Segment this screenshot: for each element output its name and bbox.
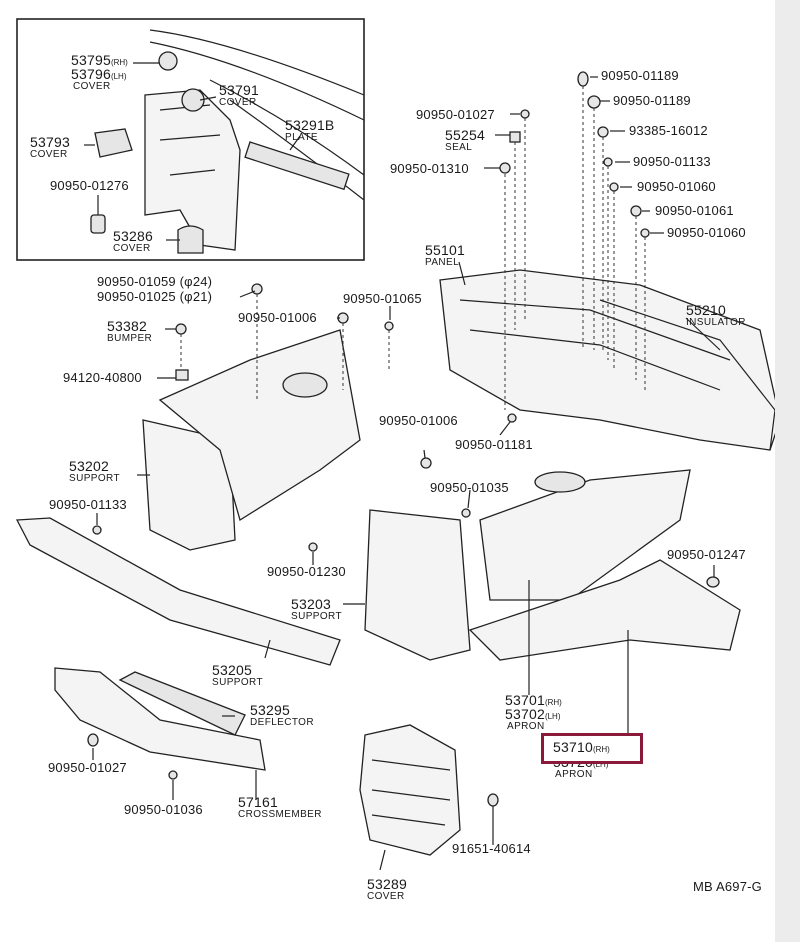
callout-90950-01065: 90950-01065: [343, 291, 422, 306]
crossmember-57161: [54, 667, 266, 771]
part-number: 90950-01059: [97, 274, 176, 289]
callout-90950-01247: 90950-01247: [667, 547, 746, 562]
callout-90950-01061: 90950-01061: [655, 203, 734, 218]
part-name: COVER: [113, 243, 151, 254]
callout-53702: 53702(LH): [505, 707, 561, 724]
callout-55254: 55254: [445, 127, 485, 143]
callout-53382: 53382: [107, 318, 147, 334]
figure-code: MB A697-G: [693, 879, 762, 894]
crossmember-53205: [15, 517, 341, 666]
size-note: (φ24): [179, 274, 213, 289]
part-name: COVER: [30, 149, 68, 160]
callout-90950-01060: 90950-01060: [667, 225, 746, 240]
part-name: COVER: [367, 891, 405, 902]
callout-90950-01027: 90950-01027: [48, 760, 127, 775]
part-name: SEAL: [445, 142, 473, 153]
part-name: BUMPER: [107, 333, 153, 344]
callout-53791: 53791: [219, 82, 259, 98]
callout-90950-01059: 90950-01059 (φ24): [97, 275, 212, 289]
part-name: PANEL: [425, 257, 460, 268]
side-note: (RH): [544, 698, 562, 707]
callout-90950-01181: 90950-01181: [455, 437, 533, 452]
side-note: (LH): [110, 72, 127, 81]
part-name: COVER: [219, 97, 257, 108]
side-note: (RH): [110, 58, 128, 67]
part-name: SUPPORT: [69, 473, 120, 484]
callout-90950-01006: 90950-01006: [379, 413, 458, 428]
apron-53701: [479, 469, 691, 601]
part-name: DEFLECTOR: [250, 717, 314, 728]
part-name: APRON: [507, 721, 545, 732]
part-name: SUPPORT: [212, 677, 263, 688]
callout-90950-01035: 90950-01035: [430, 480, 509, 495]
part-number: 53796: [71, 66, 111, 82]
part-number: 90950-01025: [97, 289, 176, 304]
callout-53291B: 53291B: [285, 117, 335, 133]
callout-94120-40800: 94120-40800: [63, 370, 142, 385]
callout-90950-01189: 90950-01189: [613, 93, 691, 108]
part-name: APRON: [555, 769, 593, 780]
inset-frame: [16, 18, 365, 261]
part-number: 53701: [505, 692, 545, 708]
callout-53202: 53202: [69, 458, 109, 474]
side-note: (LH): [592, 760, 609, 769]
callout-90950-01133: 90950-01133: [49, 497, 127, 512]
callout-53295: 53295: [250, 702, 290, 718]
callout-90950-01230: 90950-01230: [267, 564, 346, 579]
callout-90950-01133: 90950-01133: [633, 154, 711, 169]
callout-53795: 53795(RH): [71, 53, 128, 70]
callout-53710: 53710(RH): [553, 740, 610, 757]
firewall-panel-55101: [439, 269, 781, 451]
callout-53796: 53796(LH): [71, 67, 127, 84]
callout-53205: 53205: [212, 662, 252, 678]
deflector-53295: [118, 671, 246, 736]
callout-53289: 53289: [367, 876, 407, 892]
callout-53793: 53793: [30, 134, 70, 150]
callout-53286: 53286: [113, 228, 153, 244]
callout-53203: 53203: [291, 596, 331, 612]
callout-90950-01189: 90950-01189: [601, 68, 679, 83]
leader-lines: [84, 62, 721, 871]
callout-90950-01276: 90950-01276: [50, 178, 129, 193]
highlight-box: [541, 733, 643, 764]
right-support-53203: [364, 509, 471, 661]
right-scroll-gutter: [775, 0, 800, 942]
part-name: COVER: [73, 81, 111, 92]
callout-90950-01036: 90950-01036: [124, 802, 203, 817]
size-note: (φ21): [179, 289, 213, 304]
callout-90950-01027: 90950-01027: [416, 107, 495, 122]
part-number: 53702: [505, 706, 545, 722]
part-name: PLATE: [285, 132, 318, 143]
callout-57161: 57161: [238, 794, 278, 810]
callout-91651-40614: 91651-40614: [452, 841, 531, 856]
left-support-53202: [142, 329, 361, 551]
callout-55101: 55101: [425, 242, 465, 258]
callout-90950-01060: 90950-01060: [637, 179, 716, 194]
side-note: (RH): [592, 745, 610, 754]
apron-53710: [468, 559, 741, 661]
inset-drawing: [90, 29, 365, 254]
callout-93385-16012: 93385-16012: [629, 123, 708, 138]
part-name: SUPPORT: [291, 611, 342, 622]
part-name: CROSSMEMBER: [238, 809, 322, 820]
callout-90950-01006: 90950-01006: [238, 310, 317, 325]
part-number: 53795: [71, 52, 111, 68]
insulator-55210: [599, 299, 776, 451]
callout-55210: 55210: [686, 302, 726, 318]
part-number: 53710: [553, 739, 593, 755]
side-note: (LH): [544, 712, 561, 721]
part-name: INSULATOR: [686, 317, 746, 328]
callout-90950-01310: 90950-01310: [390, 161, 469, 176]
callout-90950-01025: 90950-01025 (φ21): [97, 290, 212, 304]
callout-53701: 53701(RH): [505, 693, 562, 710]
cover-53289: [359, 724, 461, 856]
